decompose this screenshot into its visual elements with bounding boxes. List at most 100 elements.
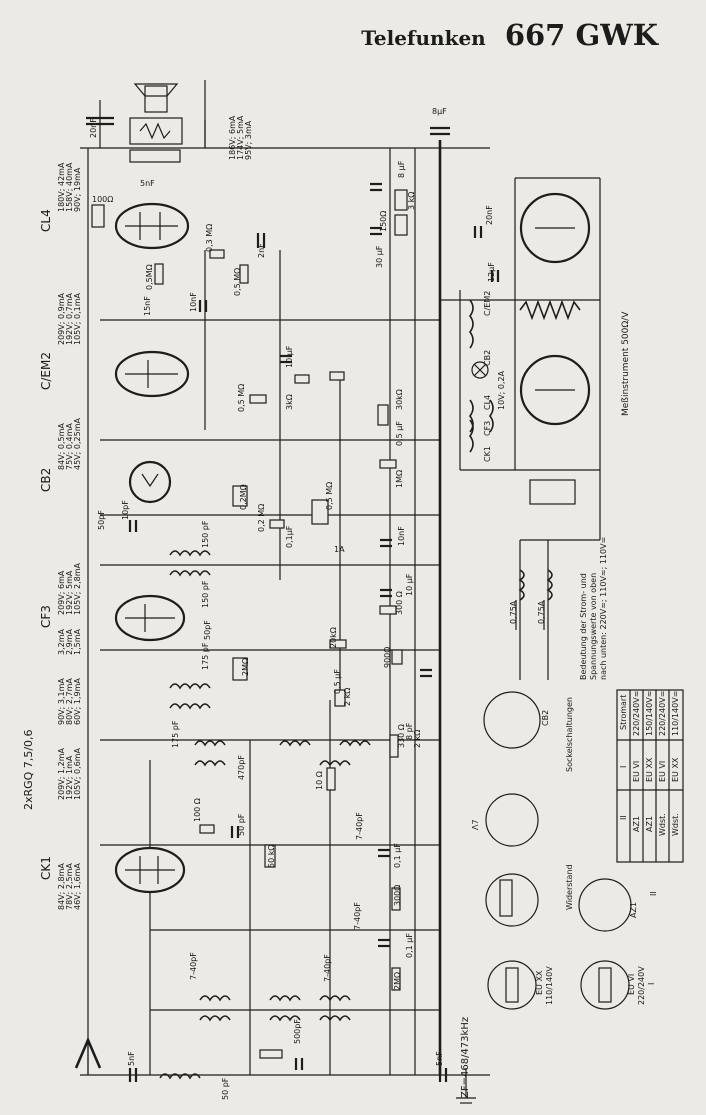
legend-table-header-1: I <box>619 766 628 768</box>
value-ck1-1: 78V; 2,5mA <box>65 863 74 910</box>
label-c10uf2: 10 µF <box>405 573 414 596</box>
rectifier-tube-2 <box>519 192 591 264</box>
label-r03m: 0,3 MΩ <box>205 224 214 252</box>
legend-note-1: Spannungswerte von oben <box>589 573 598 680</box>
top-value-1: 174V; 5mA <box>236 115 245 160</box>
value-cf3-2: 105V; 2,8mA <box>73 563 82 615</box>
value-ck1-5: 105V; 0,6mA <box>73 748 82 800</box>
label-lamp-rating: 10V; 0,2A <box>497 370 506 410</box>
label-fuse-b: 0,75A <box>537 600 546 624</box>
socket-diagrams <box>483 691 632 1010</box>
value-cem2-2: 105V; 0,1mA <box>73 293 82 345</box>
legend-row-1-2: AZ1 <box>645 816 654 832</box>
legend-row-3-2: Wdst. <box>671 813 680 836</box>
value-cl4-0: 180V; 42mA <box>57 162 66 212</box>
label-r900: 900Ω <box>383 647 392 668</box>
power-section <box>440 177 601 541</box>
label-c150pf: 150 pF <box>201 520 210 548</box>
label-r300b: 300Ω <box>393 885 402 906</box>
label-c7-40pf-b: 7-40pF <box>353 902 362 930</box>
label-c30uf: 30 µF <box>375 245 384 268</box>
label-c470pf: 470pF <box>237 755 246 780</box>
label-c8pf: 8 pF <box>405 722 414 740</box>
label-r20k: 20kΩ <box>329 627 338 648</box>
label-p05m2: 0,5 MΩ <box>325 482 334 510</box>
legend-row-2-0: 220/240V= <box>658 691 667 736</box>
label-r2m2: 2MΩ <box>393 972 402 990</box>
legend-row-0-0: 220/240V≈ <box>632 691 641 736</box>
label-c500pf: 500pF <box>293 1019 302 1044</box>
label-meter-note: Meßinstrument 500Ω/V <box>621 311 631 416</box>
tube-label-cb2: CB2 <box>39 468 53 492</box>
label-c175pf2: 175 pF <box>171 720 180 748</box>
speaker-icon <box>99 80 206 148</box>
ground-symbol <box>456 1068 476 1104</box>
tube-cem2 <box>114 350 190 398</box>
label-r2m: 2MΩ <box>241 658 250 676</box>
sock-label-4: EU VI <box>627 974 636 995</box>
label-r100b: 100 Ω <box>193 798 202 822</box>
legend-row-3-1: EU XX <box>671 757 680 782</box>
label-c05uf: 0,5 µF <box>395 421 404 446</box>
sock-label-6: I <box>647 983 656 985</box>
label-c50pf4: 50 pF <box>221 1077 230 1100</box>
label-r02m: 0,2MΩ <box>239 484 248 510</box>
label-c12uf: 12µF <box>487 262 496 282</box>
label-fil-cf3: CF3 <box>483 421 492 436</box>
tube-cl4 <box>114 202 190 250</box>
legend-note-2: nach unten: 220V≈; 110V≈; 110V= <box>599 537 608 680</box>
value-cf3-4: 2,9mA <box>65 628 74 655</box>
top-value-2: 95V; 3mA <box>244 120 253 160</box>
sock-label-5: 220/240V <box>637 966 646 1005</box>
value-ck1-2: 46V; 1,6mA <box>73 863 82 910</box>
mains-input <box>515 540 553 680</box>
label-zf: ZF=468/473kHz <box>460 1017 471 1098</box>
label-r2k2: 2 kΩ <box>413 730 422 748</box>
legend-row-3-0: 110/140V= <box>671 691 680 736</box>
label-r3k: 3 kΩ <box>407 192 416 210</box>
label-c50pf2: 50pF <box>203 620 212 640</box>
legend-table <box>616 689 684 863</box>
legend-table-header-0: Stromart <box>619 695 628 730</box>
rectifier-tube-1 <box>519 354 591 426</box>
label-r2k: 2 kΩ <box>343 688 352 706</box>
legend-row-0-1: EU VI <box>632 761 641 782</box>
legend-row-1-0: 150/140V≈ <box>645 691 654 736</box>
label-fil-ck1: CK1 <box>483 446 492 462</box>
output-resistor <box>129 149 181 163</box>
value-cf3-0: 209V; 6mA <box>57 570 66 615</box>
label-c20nf-r: 20nF <box>485 205 494 225</box>
rectifier-label: 2xRGQ 7,5/0,6 <box>22 729 35 810</box>
resistors <box>91 189 408 1059</box>
legend-socket-title: Sockelschaltungen <box>565 697 574 772</box>
sock-label-2: EU XX <box>535 970 544 995</box>
label-r1m: 1MΩ <box>395 470 404 488</box>
label-r150: 150Ω <box>379 211 388 232</box>
label-p05m: 0,5 MΩ <box>233 268 242 296</box>
legend-row-2-2: Wdst. <box>658 813 667 836</box>
label-r10: 10 Ω <box>315 771 324 790</box>
label-c2nf: 2nF <box>257 243 266 258</box>
value-cf3-5: 1,5mA <box>73 628 82 655</box>
label-c15nf: 15nF <box>143 296 152 316</box>
label-fuse-tag: 1A <box>334 545 345 554</box>
legend-table-header-2: II <box>619 815 628 820</box>
value-ck1-3: 209V; 1,2mA <box>57 748 66 800</box>
value-ck1-0: 84V; 2,8mA <box>57 863 66 910</box>
value-cf3-1: 192V; 5mA <box>65 570 74 615</box>
value-cl4-2: 90V; 19mA <box>73 167 82 212</box>
label-r3kb: 3kΩ <box>285 394 294 410</box>
label-fil-cem2: C/EM2 <box>483 291 492 316</box>
sock-label-0: AZ1 <box>629 902 638 918</box>
value-ck1-6: 90V; 3,1mA <box>57 678 66 725</box>
tube-label-cl4: CL4 <box>39 209 53 232</box>
label-c01uf: 0,1µF <box>285 525 294 548</box>
antenna-icon <box>74 1036 102 1075</box>
filament-chain <box>459 290 500 471</box>
label-fuse-a: 0,75A <box>509 600 518 624</box>
page-title: Telefunken 667 GWK <box>361 18 658 52</box>
tube-cf3 <box>114 594 186 642</box>
label-c7-40pf-d: 7-40pF <box>323 954 332 982</box>
legend-row-1-1: EU XX <box>645 757 654 782</box>
